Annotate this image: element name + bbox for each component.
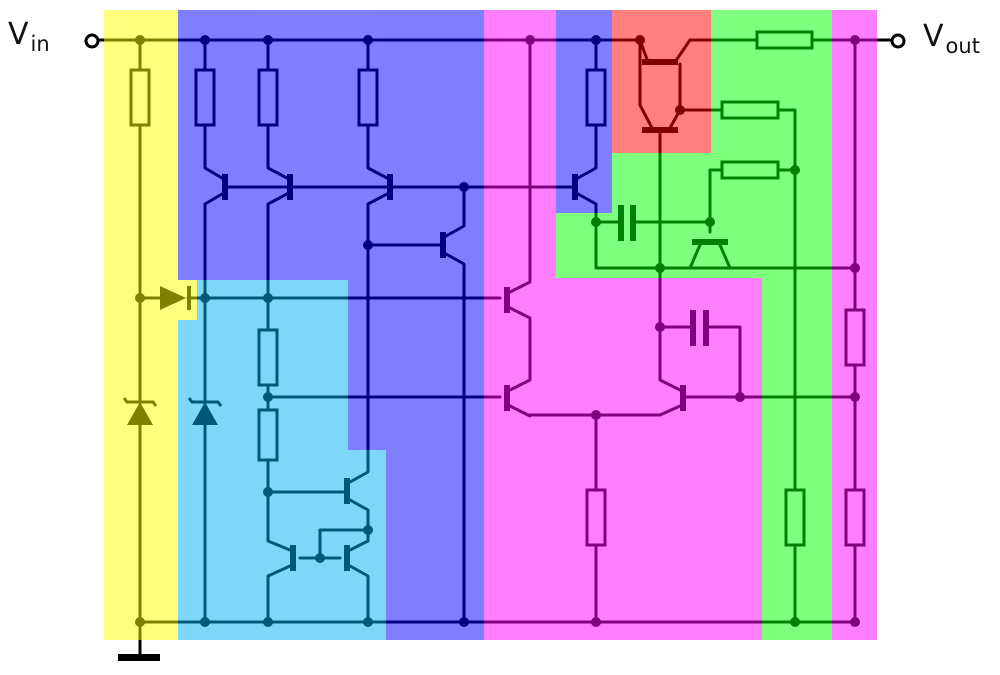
block-current-source-blue	[178, 10, 484, 640]
functional-blocks	[104, 10, 877, 640]
vin-subscript: in	[30, 32, 50, 56]
block-protection-green	[556, 10, 832, 640]
vout-terminal	[890, 33, 906, 49]
block-divider-magenta	[832, 10, 877, 640]
vin-terminal	[84, 33, 100, 49]
block-driver-blue	[556, 10, 612, 213]
block-startup-cyan	[178, 280, 386, 640]
ground-symbol	[118, 654, 160, 661]
block-error-amplifier-magenta	[484, 10, 762, 640]
vin-label: Vin	[8, 17, 50, 55]
vin-symbol: V	[8, 17, 29, 52]
vout-subscript: out	[945, 34, 980, 58]
vout-label: Vout	[923, 19, 980, 57]
block-reference-yellow	[104, 10, 197, 640]
vout-symbol: V	[923, 19, 944, 54]
block-pass-transistor-red	[612, 10, 711, 153]
